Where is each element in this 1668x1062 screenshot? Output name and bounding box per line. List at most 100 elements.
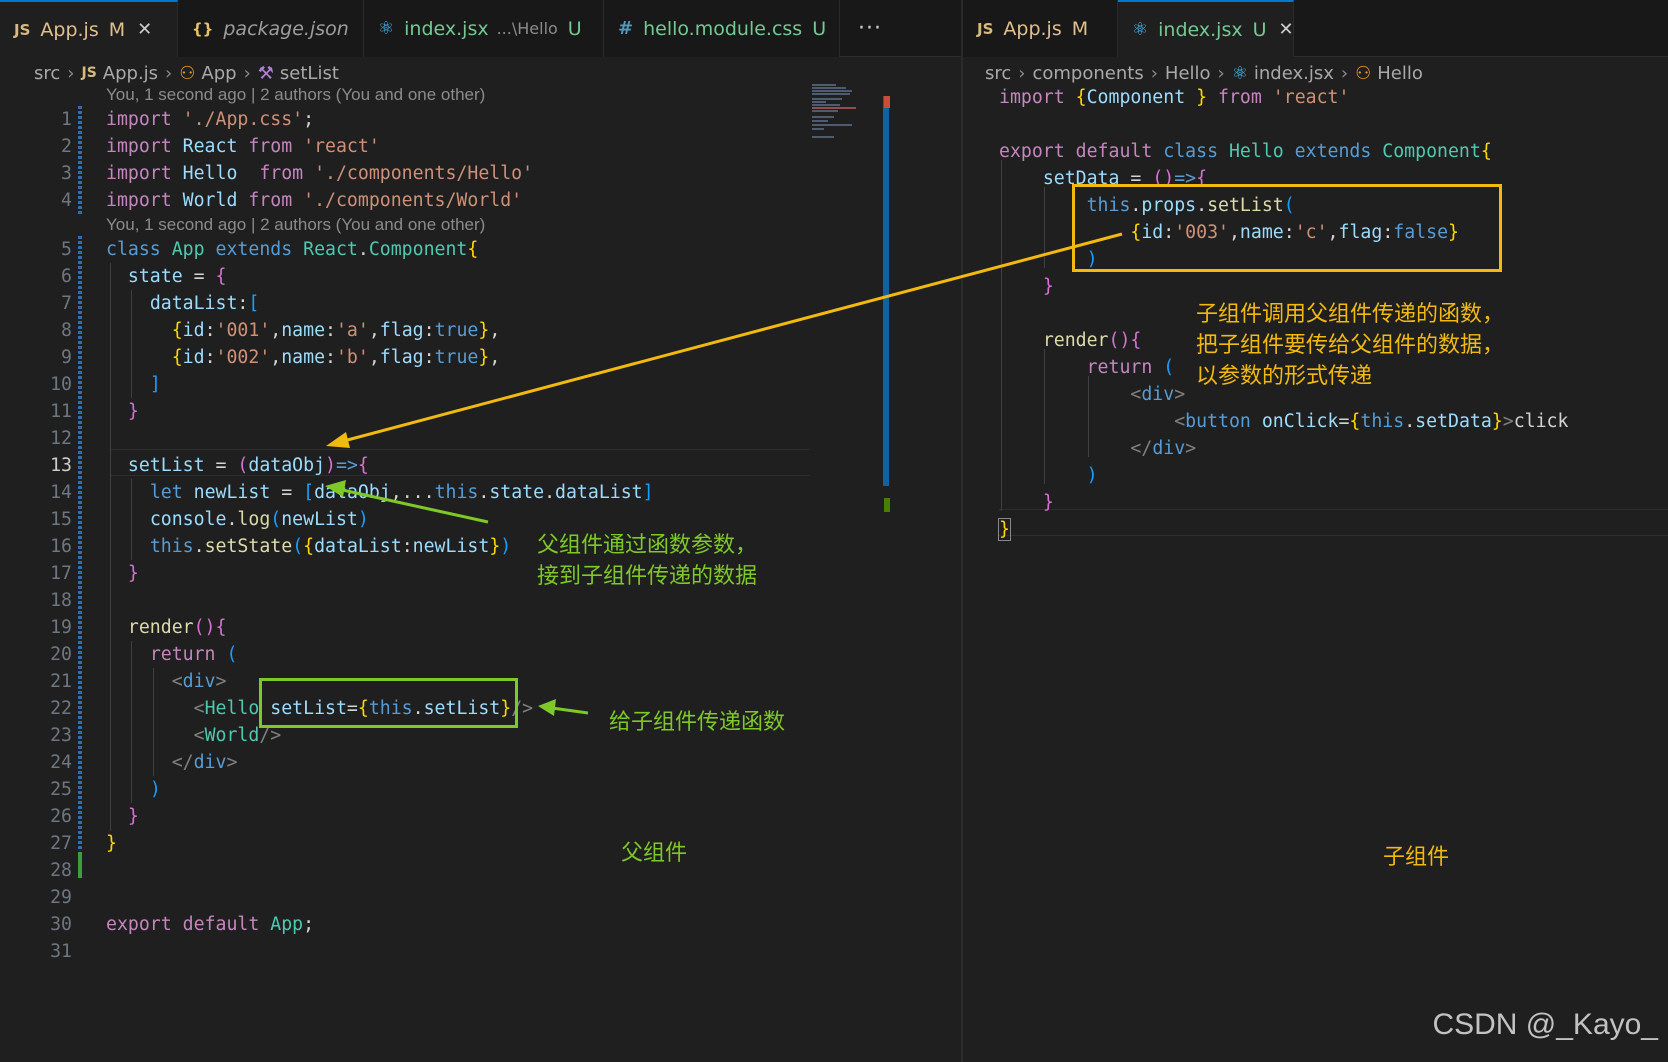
line-number: 25 (50, 779, 72, 800)
code-line[interactable]: 13 <button onClick={this.setData}>click (1174, 411, 1569, 432)
tab-label: App.js (40, 18, 99, 41)
js-file-icon: JS (14, 20, 31, 39)
breadcrumb-file[interactable]: App.js (102, 62, 159, 84)
vertical-scrollbar[interactable] (883, 96, 889, 486)
line-number: 17 (50, 563, 72, 584)
code-line[interactable]: 20 return ( (0, 641, 962, 668)
code-line[interactable]: 25 ) (0, 776, 962, 803)
tab-package-json[interactable]: {} package.json (178, 0, 364, 57)
editor-group-divider[interactable] (961, 0, 963, 1062)
line-number: 2 (61, 136, 72, 157)
untracked-badge: U (1252, 18, 1267, 41)
code-line[interactable]: 4 setData = ()=>{ (1042, 168, 1208, 189)
code-line[interactable]: 8 } (1042, 276, 1054, 297)
current-line-highlight (110, 449, 810, 476)
indent-guide (131, 479, 132, 560)
code-line[interactable]: 31 (0, 938, 962, 965)
breadcrumb-file[interactable]: index.jsx (1253, 62, 1334, 84)
code-line[interactable]: 24 </div> (0, 749, 962, 776)
code-line[interactable]: 29 (0, 884, 962, 911)
code-line[interactable]: 12 <div> (1130, 384, 1186, 405)
line-number: 10 (50, 374, 72, 395)
code-line[interactable]: 8 {id:'001',name:'a',flag:true}, (0, 317, 962, 344)
code-line[interactable]: 15 console.log(newList) (0, 506, 962, 533)
code-line[interactable]: 18 (0, 587, 962, 614)
code-line[interactable]: 27} (0, 830, 962, 857)
code-line[interactable]: 6 state = { (0, 263, 962, 290)
code-line[interactable]: 26 } (0, 803, 962, 830)
line-number: 15 (50, 509, 72, 530)
tab-index-jsx[interactable]: ⚛ index.jsx ...\Hello U (364, 0, 604, 57)
close-icon[interactable]: ✕ (137, 19, 153, 40)
code-line[interactable]: 14 </div> (1130, 438, 1197, 459)
line-number: 14 (50, 482, 72, 503)
code-line[interactable]: 2 (963, 111, 1668, 138)
breadcrumb-folder[interactable]: components (1032, 62, 1144, 84)
tab-app-js[interactable]: JS App.js M ✕ (0, 0, 178, 57)
code-line[interactable]: 14 let newList = [dataObj,...this.state.… (0, 479, 962, 506)
close-icon[interactable]: ✕ (1278, 19, 1294, 40)
line-number: 19 (50, 617, 72, 638)
code-line[interactable]: 28 (0, 857, 962, 884)
code-line[interactable]: 12 (0, 425, 962, 452)
code-editor-app-js[interactable]: You, 1 second ago | 2 authors (You and o… (0, 85, 962, 1062)
json-file-icon: {} (192, 19, 214, 38)
code-line[interactable]: 3export default class Hello extends Comp… (999, 141, 1492, 162)
codelens-blame[interactable]: You, 1 second ago | 2 authors (You and o… (106, 215, 486, 234)
modified-badge: M (1071, 17, 1089, 40)
breadcrumb-class[interactable]: Hello (1377, 62, 1423, 84)
code-line[interactable]: 9 {id:'002',name:'b',flag:true}, (0, 344, 962, 371)
tab-hello-module-css[interactable]: # hello.module.css U (604, 0, 840, 57)
line-number: 29 (50, 887, 72, 908)
breadcrumb-folder[interactable]: src (34, 62, 61, 84)
code-line[interactable]: 7 ) (1086, 249, 1098, 270)
code-line[interactable]: 15 ) (1086, 465, 1098, 486)
chevron-right-icon: › (165, 62, 173, 84)
minimap[interactable] (812, 84, 872, 144)
code-line[interactable]: 23 <World/> (0, 722, 962, 749)
code-line[interactable]: 11 } (0, 398, 962, 425)
code-line[interactable]: 17 } (0, 560, 962, 587)
code-line[interactable]: 5 this.props.setList( (1086, 195, 1295, 216)
codelens-blame[interactable]: You, 1 second ago | 2 authors (You and o… (106, 85, 486, 104)
code-line[interactable]: 6 {id:'003',name:'c',flag:false} (1130, 222, 1459, 243)
code-line[interactable]: 13 setList = (dataObj)=>{ (0, 452, 962, 479)
tab-label: index.jsx (1158, 18, 1243, 41)
line-number: 7 (61, 293, 72, 314)
breadcrumb-class[interactable]: App (201, 62, 237, 84)
line-number: 16 (50, 536, 72, 557)
react-file-icon: ⚛ (378, 18, 395, 39)
breadcrumb-method[interactable]: setList (279, 62, 339, 84)
code-line[interactable]: 22 <Hello setList={this.setList}/> (0, 695, 962, 722)
indent-guide (153, 668, 154, 776)
line-number: 28 (50, 860, 72, 881)
tab-app-js[interactable]: JS App.js M (963, 0, 1118, 57)
line-number: 9 (61, 347, 72, 368)
line-number: 12 (50, 428, 72, 449)
line-number: 1 (61, 109, 72, 130)
line-number: 30 (50, 914, 72, 935)
code-line[interactable]: 17} (998, 518, 1011, 541)
code-line[interactable]: 21 <div> (0, 668, 962, 695)
line-number: 22 (50, 698, 72, 719)
tab-index-jsx[interactable]: ⚛ index.jsx U ✕ (1118, 0, 1294, 57)
code-line[interactable]: 16 this.setState({dataList:newList}) (0, 533, 962, 560)
scrollbar-added-marker (884, 498, 890, 512)
more-actions-icon[interactable]: ··· (858, 16, 882, 41)
breadcrumb-folder[interactable]: Hello (1164, 62, 1211, 84)
code-line[interactable]: 10 ] (0, 371, 962, 398)
breadcrumb-folder[interactable]: src (985, 62, 1012, 84)
code-line[interactable]: 19 render(){ (0, 614, 962, 641)
line-number: 20 (50, 644, 72, 665)
code-line[interactable]: 16 } (1042, 492, 1054, 513)
code-line[interactable]: 7 dataList:[ (0, 290, 962, 317)
current-line-highlight (999, 509, 1668, 536)
